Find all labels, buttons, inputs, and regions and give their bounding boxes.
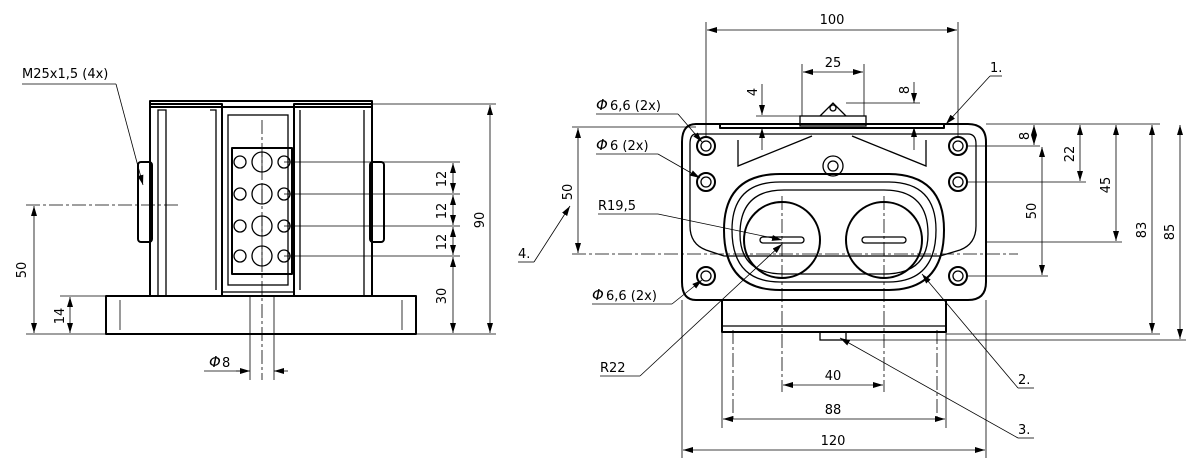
- phi-symbol-2: Φ: [596, 136, 608, 154]
- dim-12-a: 12: [435, 171, 450, 188]
- dim-50-side: 50: [15, 262, 30, 279]
- dim-85: 85: [1163, 224, 1178, 241]
- dim-12-b: 12: [435, 203, 450, 220]
- callout-3: 3.: [1018, 423, 1030, 438]
- side-left-housing: [149, 103, 223, 296]
- side-base-plate: [105, 295, 417, 335]
- phi-symbol-3: Φ: [592, 286, 604, 304]
- dim-12-c: 12: [435, 234, 450, 251]
- dim-22: 22: [1063, 146, 1078, 163]
- dim-88: 88: [825, 403, 842, 418]
- dim-100: 100: [820, 13, 845, 28]
- dim-50-right: 50: [1025, 203, 1040, 220]
- front-view: 100 25 4 8 8 22 50 45 83: [518, 13, 1186, 458]
- callout-1: 1.: [990, 61, 1002, 76]
- radius-195-label: R19,5: [598, 199, 636, 214]
- front-housing: [681, 123, 987, 301]
- side-gland-left: [137, 161, 153, 243]
- dim-14: 14: [53, 308, 68, 325]
- hole-6-label: 6 (2x): [610, 139, 649, 154]
- side-view: Φ 8 M25x1,5 (4x) 50 14 12 12 12 30 90: [15, 67, 496, 380]
- hole-66-bottom-label: 6,6 (2x): [606, 289, 657, 304]
- dim-8-top: 8: [898, 86, 913, 94]
- dim-90: 90: [473, 212, 488, 229]
- hole-66-top-label: 6,6 (2x): [610, 99, 661, 114]
- dim-4: 4: [746, 88, 761, 96]
- callout-4: 4.: [518, 247, 530, 262]
- side-right-housing: [293, 103, 373, 296]
- mounting-holes: [696, 136, 968, 286]
- dim-45: 45: [1099, 177, 1114, 194]
- radius-22-label: R22: [600, 361, 626, 376]
- phi-symbol-1: Φ: [596, 96, 608, 114]
- callout-2: 2.: [1018, 373, 1030, 388]
- phi-symbol: Φ: [209, 353, 221, 371]
- dim-40: 40: [825, 369, 842, 384]
- dim-25: 25: [825, 56, 842, 71]
- thread-label: M25x1,5 (4x): [22, 67, 108, 82]
- dim-120: 120: [821, 434, 846, 449]
- dim-50-front: 50: [561, 184, 576, 201]
- front-gasket-outer: [723, 173, 945, 291]
- dim-83: 83: [1135, 222, 1150, 239]
- dim-8-right: 8: [1018, 132, 1033, 140]
- dim-30: 30: [435, 288, 450, 305]
- dim-phi8: 8: [222, 356, 230, 371]
